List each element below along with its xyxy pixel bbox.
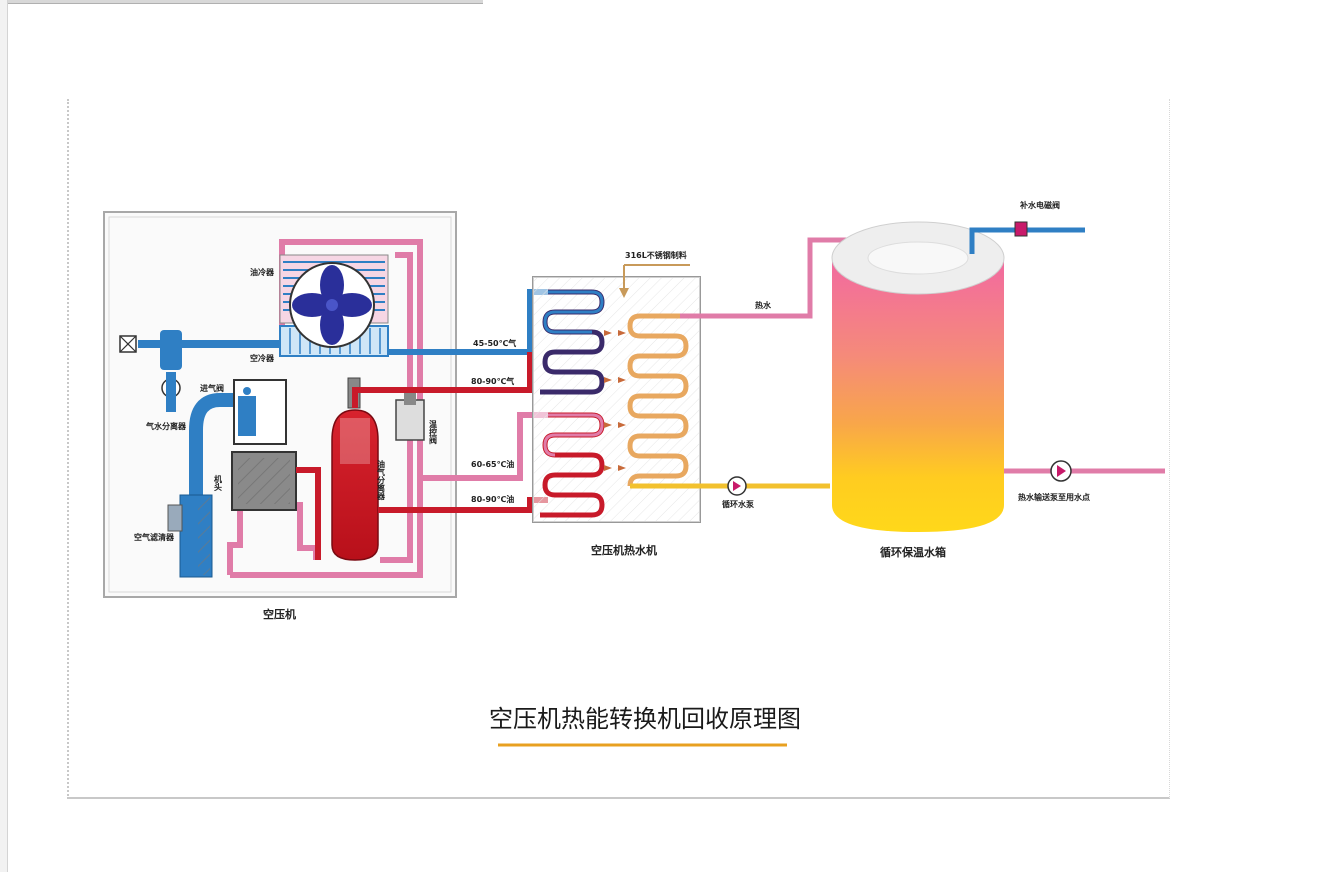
heat-flow-arrows: [604, 330, 626, 471]
oil-gas-separator: [331, 409, 379, 561]
oil-60-65-label: 60-65℃油: [471, 459, 514, 469]
water-tank-caption: 循环保温水箱: [880, 545, 946, 559]
temp-valve-label: 温控阀: [429, 419, 438, 445]
makeup-valve-icon: [1014, 221, 1028, 237]
hot-water-label: 热水: [755, 300, 772, 310]
compressor-caption: 空压机: [263, 607, 296, 621]
circulation-pump-icon: [727, 476, 747, 496]
water-coil: [627, 313, 689, 487]
machine-head-label: 机头: [214, 474, 223, 492]
makeup-valve-label: 补水电磁阀: [1019, 200, 1060, 210]
air-cooler-label: 空冷器: [250, 353, 275, 363]
heat-machine-caption: 空压机热水机: [591, 543, 657, 557]
left-scroll-strip: [0, 0, 8, 872]
oil-cooler-label: 油冷器: [250, 267, 275, 277]
air-80-90-pipe: [352, 352, 533, 408]
diagram-title: 空压机热能转换机回收原理图: [489, 705, 801, 733]
fan-icon: [289, 262, 375, 348]
intake-valve-label: 进气阀: [200, 383, 224, 393]
top-panel: [0, 0, 483, 4]
oil-80-90-label: 80-90℃油: [471, 494, 514, 504]
supply-pump-icon: [1050, 460, 1072, 482]
oil-gas-separator-label: 油气分离器: [376, 459, 386, 501]
makeup-water-pipe: [969, 227, 1085, 254]
air-45-50-label: 45-50℃气: [473, 338, 516, 348]
material-label: 316L不锈钢制料: [625, 250, 687, 260]
circulation-water-tank: [831, 221, 1005, 532]
air-filter-label: 空气滤清器: [134, 532, 175, 542]
gas-water-separator-label: 气水分离器: [145, 421, 187, 431]
temp-valve: [395, 399, 425, 441]
supply-pump-label: 热水输送泵至用水点: [1018, 492, 1090, 502]
intake-duct: [189, 393, 238, 545]
circulation-pump-label: 循环水泵: [721, 499, 754, 509]
air-80-90-label: 80-90℃气: [471, 376, 514, 386]
